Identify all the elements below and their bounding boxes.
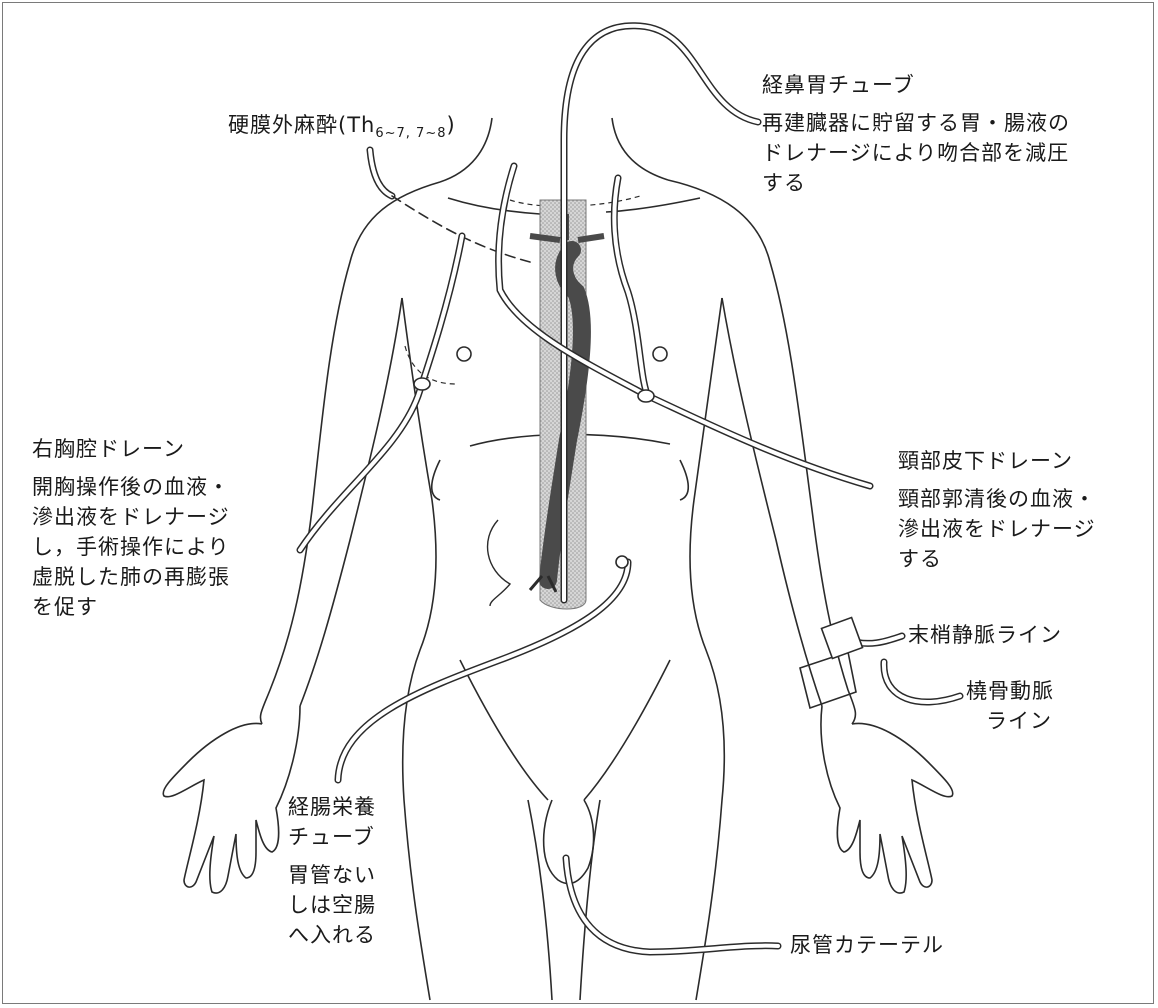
right-hand — [821, 706, 953, 893]
urinary-catheter-title: 尿管カテーテル — [790, 930, 944, 960]
right-torso — [690, 298, 724, 1000]
enteral-tube-desc-2: しは空腸 — [288, 890, 376, 920]
epidural-prefix: 硬膜外麻酔(Th — [228, 113, 375, 137]
label-radial-artery: 橈骨動脈 ライン — [966, 676, 1054, 736]
right-chest-drain-desc-1: 開胸操作後の血液・ — [32, 472, 230, 502]
enteral-tube-desc-1: 胃管ない — [288, 860, 376, 890]
label-urinary-catheter: 尿管カテーテル — [790, 930, 944, 960]
right-chest-drain-desc-4: 虚脱した肺の再膨張 — [32, 562, 230, 592]
neck-right — [612, 118, 668, 180]
label-epidural: 硬膜外麻酔(Th6~7, 7~8) — [228, 110, 456, 149]
right-chest-drain-title: 右胸腔ドレーン — [32, 434, 230, 464]
fixation-knots — [414, 378, 654, 568]
neck-drain-desc-2: 滲出液をドレナージ — [898, 514, 1096, 544]
enteral-tube-title-2: チューブ — [288, 822, 376, 852]
right-leg-inner — [580, 800, 600, 1000]
left-leg-inner — [528, 800, 552, 1000]
pelvis-line-right — [584, 660, 670, 800]
ng-tube — [564, 26, 758, 600]
left-torso — [402, 298, 436, 1000]
neck-drain-title: 頸部皮下ドレーン — [898, 446, 1096, 476]
neck-drain-desc-3: する — [898, 544, 1096, 574]
ng-tube-title: 経鼻胃チューブ — [762, 70, 1070, 100]
label-peripheral-iv: 末梢静脈ライン — [908, 620, 1062, 650]
nipple-left — [457, 347, 471, 361]
wrist-band — [800, 652, 856, 708]
enteral-tube-desc-3: へ入れる — [288, 920, 376, 950]
rib-right — [680, 460, 688, 500]
left-inner-arm — [300, 298, 402, 706]
ng-tube-desc-1: 再建臓器に貯留する胃・腸液の — [762, 108, 1070, 138]
label-ng-tube: 経鼻胃チューブ 再建臓器に貯留する胃・腸液の ドレナージにより吻合部を減圧 する — [762, 70, 1070, 198]
shoulder-left-arm — [260, 182, 440, 724]
enteral-tube-title-1: 経腸栄養 — [288, 792, 376, 822]
pelvis-line-left — [460, 660, 548, 800]
radial-artery-line — [884, 662, 960, 702]
peripheral-iv-title: 末梢静脈ライン — [908, 620, 1062, 650]
clavicle-right — [606, 198, 700, 212]
epidural-sub: 6~7, 7~8 — [375, 126, 446, 141]
epidural-suffix: ) — [446, 113, 455, 137]
radial-artery-title-1: 橈骨動脈 — [966, 676, 1054, 706]
rib-left — [432, 460, 440, 500]
label-right-chest-drain: 右胸腔ドレーン 開胸操作後の血液・ 滲出液をドレナージ し，手術操作により 虚脱… — [32, 434, 230, 622]
right-chest-drain-desc-3: し，手術操作により — [32, 532, 230, 562]
label-neck-drain: 頸部皮下ドレーン 頸部郭清後の血液・ 滲出液をドレナージ する — [898, 446, 1096, 574]
radial-artery-title-2: ライン — [966, 706, 1054, 736]
label-enteral-tube: 経腸栄養 チューブ 胃管ない しは空腸 へ入れる — [288, 792, 376, 950]
ng-tube-desc-3: する — [762, 168, 1070, 198]
organ-column — [488, 200, 604, 609]
iv-dressing — [821, 617, 862, 658]
right-chest-drain-desc-5: を促す — [32, 592, 230, 622]
neck-drain-desc-1: 頸部郭清後の血液・ — [898, 484, 1096, 514]
left-hand — [163, 706, 300, 893]
right-inner-arm — [722, 298, 822, 706]
right-chest-drain — [300, 236, 462, 550]
right-chest-drain-desc-2: 滲出液をドレナージ — [32, 502, 230, 532]
ng-tube-desc-2: ドレナージにより吻合部を減圧 — [762, 138, 1070, 168]
clavicle-left — [448, 198, 540, 214]
urinary-catheter — [566, 858, 778, 952]
nipple-right — [653, 347, 667, 361]
gastric-tube-lower — [488, 520, 510, 606]
